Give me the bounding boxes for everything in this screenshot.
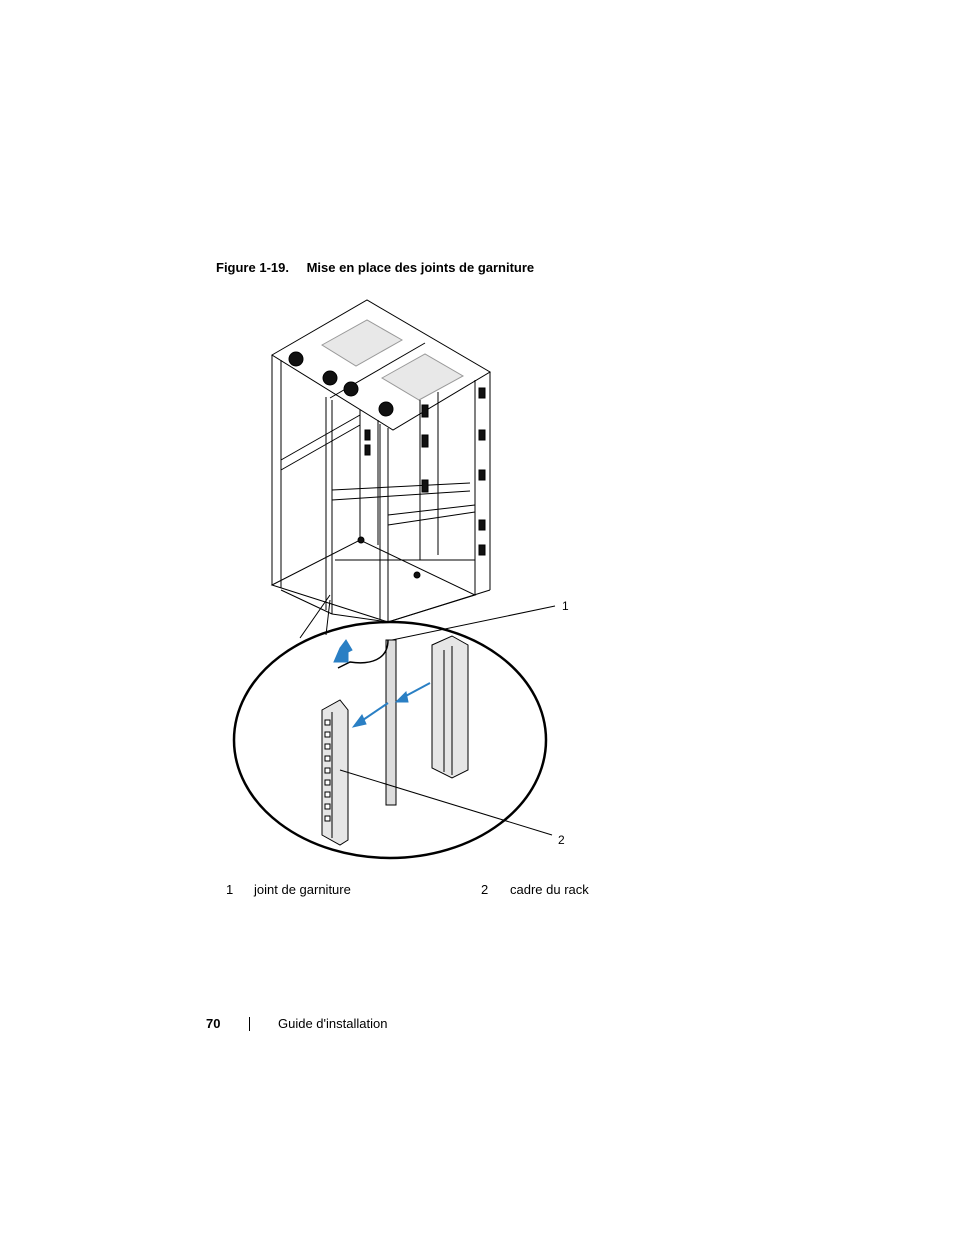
lift-arrow: [333, 639, 353, 663]
vent-panel-right: [380, 353, 465, 401]
top-hole: [322, 370, 338, 386]
footer-section: Guide d'installation: [278, 1016, 388, 1031]
figure-caption: Figure 1-19. Mise en place des joints de…: [216, 260, 534, 275]
legend-label-2: cadre du rack: [510, 882, 589, 897]
vent-panel-left: [321, 319, 404, 367]
rack-bottom: [270, 539, 477, 623]
callout-1: 1: [562, 599, 569, 613]
page-number: 70: [206, 1016, 221, 1031]
footer-separator: [249, 1017, 250, 1031]
legend-num-1: 1: [226, 882, 234, 897]
top-hole: [343, 381, 359, 397]
rack-illustration: 1 2: [232, 299, 569, 860]
legend-label-1: joint de garniture: [254, 882, 351, 897]
callout-2: 2: [558, 833, 565, 847]
detail-ellipse: [232, 620, 548, 860]
figure-title: Mise en place des joints de garniture: [306, 260, 535, 275]
top-hole: [288, 351, 304, 367]
figure-number: Figure 1-19.: [216, 260, 289, 275]
top-hole: [378, 401, 394, 417]
gasket-strip: [385, 639, 397, 806]
legend-num-2: 2: [481, 882, 489, 897]
rack-frame-piece-right: [431, 635, 469, 779]
